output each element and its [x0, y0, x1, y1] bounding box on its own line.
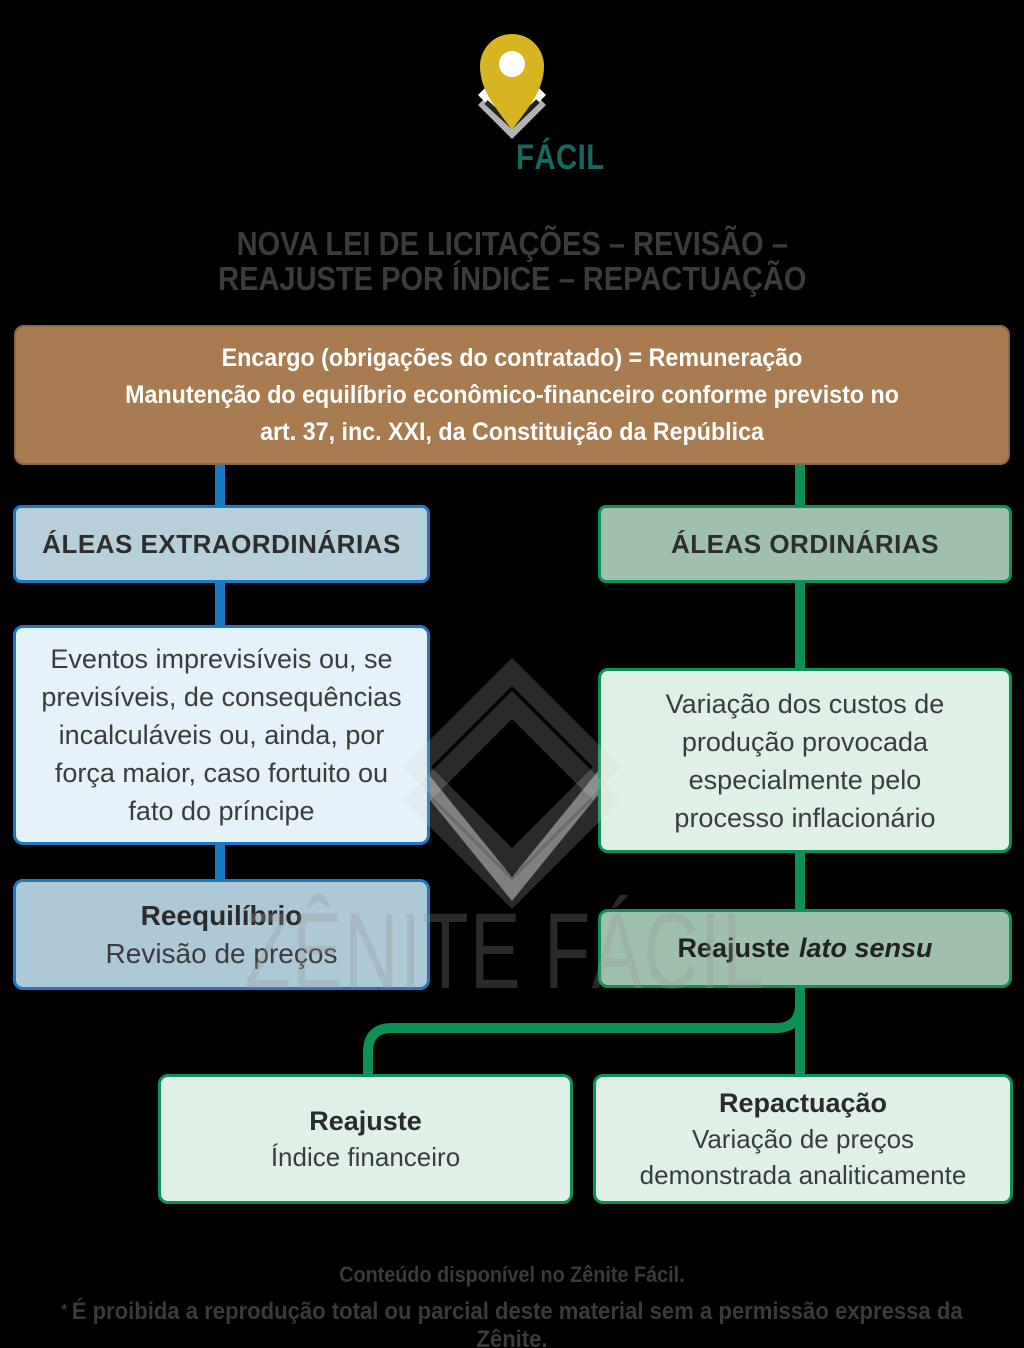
box-reajuste-lato-sensu: Reajuste lato sensu: [598, 909, 1012, 988]
box-reajuste-indice-title: Reajuste: [309, 1106, 422, 1136]
box-reajuste-indice-subtitle: Índice financeiro: [270, 1142, 461, 1172]
page-title-text: NOVA LEI DE LICITAÇÕES – REVISÃO – REAJU…: [217, 225, 807, 297]
map-pin-icon: [480, 34, 544, 130]
box-repactuacao-title: Repactuação: [718, 1088, 888, 1118]
box-repactuacao: Repactuação Variação de preços demonstra…: [593, 1074, 1013, 1204]
page-title: NOVA LEI DE LICITAÇÕES – REVISÃO – REAJU…: [0, 226, 1024, 296]
footer-availability-text: Conteúdo disponível no Zênite Fácil.: [339, 1262, 685, 1287]
box-reajuste-lato-sensu-title: Reajuste: [677, 933, 790, 963]
facil-wordmark: FÁCIL: [516, 138, 605, 177]
header-aleas-extraordinarias-label: ÁLEAS EXTRAORDINÁRIAS: [42, 528, 401, 559]
box-reajuste-lato-sensu-italic: lato sensu: [799, 933, 933, 963]
root-box: Encargo (obrigações do contratado) = Rem…: [14, 325, 1010, 465]
footer-copyright-text: É proibida a reprodução total ou parcial…: [71, 1298, 963, 1348]
header-aleas-ordinarias: ÁLEAS ORDINÁRIAS: [598, 505, 1012, 583]
footer-copyright: *É proibida a reprodução total ou parcia…: [0, 1298, 1024, 1348]
map-pin-hole-icon: [499, 51, 525, 77]
footer-availability: Conteúdo disponível no Zênite Fácil.: [0, 1262, 1024, 1288]
zenite-facil-logo: [478, 34, 546, 139]
box-variacao-custos-text: Variação dos custos de produção provocad…: [665, 688, 945, 833]
header-aleas-ordinarias-label: ÁLEAS ORDINÁRIAS: [670, 528, 939, 559]
box-repactuacao-subtitle: Variação de preços demonstrada analitica…: [639, 1124, 967, 1190]
box-reequilibrio-title: Reequilíbrio: [140, 899, 303, 931]
box-variacao-custos: Variação dos custos de produção provocad…: [598, 668, 1012, 853]
asterisk-mark: *: [61, 1302, 68, 1319]
header-aleas-extraordinarias: ÁLEAS EXTRAORDINÁRIAS: [13, 505, 430, 583]
box-eventos-imprevisiveis-text: Eventos imprevisíveis ou, se previsíveis…: [41, 644, 402, 826]
watermark-diamond-icon: [402, 657, 622, 910]
box-reajuste-indice: Reajuste Índice financeiro: [158, 1074, 573, 1204]
box-eventos-imprevisiveis: Eventos imprevisíveis ou, se previsíveis…: [13, 625, 430, 845]
watermark-chevron-icon: [398, 751, 626, 901]
box-reequilibrio: Reequilíbrio Revisão de preços: [13, 879, 430, 990]
root-box-text: Encargo (obrigações do contratado) = Rem…: [125, 343, 899, 446]
box-reequilibrio-subtitle: Revisão de preços: [105, 937, 338, 969]
